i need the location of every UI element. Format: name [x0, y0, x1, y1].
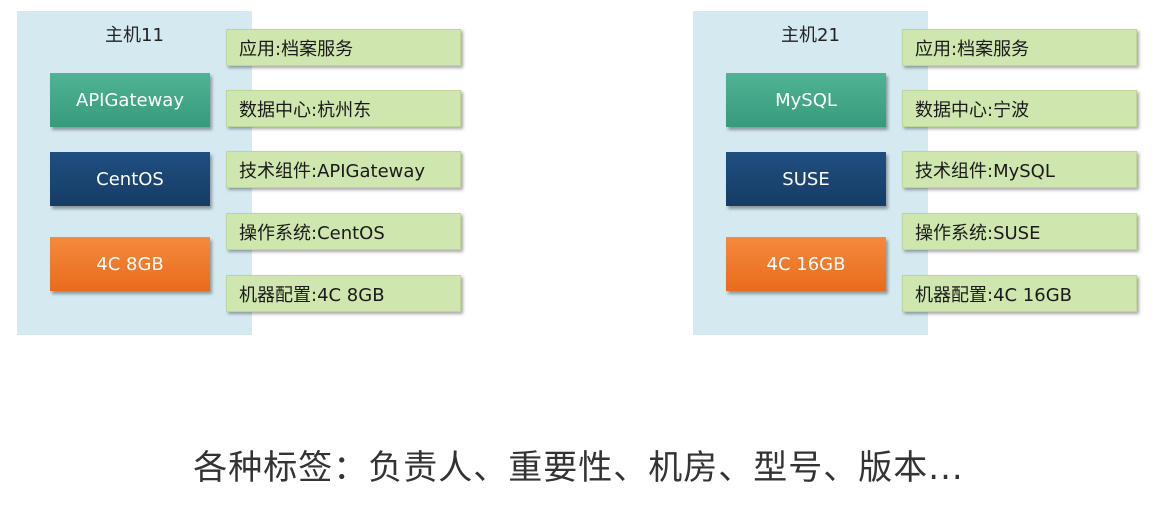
tag-datacenter: 数据中心:宁波: [902, 90, 1137, 127]
tag-machine-config: 机器配置:4C 16GB: [902, 275, 1137, 312]
tag-machine-config: 机器配置:4C 8GB: [226, 275, 461, 312]
host-panel-1: 主机11 APIGateway CentOS 4C 8GB: [17, 11, 252, 335]
os-layer-box: SUSE: [726, 152, 886, 206]
caption: 各种标签：负责人、重要性、机房、型号、版本...: [193, 448, 964, 488]
host-panel-2: 主机21 MySQL SUSE 4C 16GB: [693, 11, 928, 335]
os-layer-box: CentOS: [50, 152, 210, 206]
host-title: 主机11: [105, 25, 164, 46]
tag-os: 操作系统:CentOS: [226, 213, 461, 250]
tag-datacenter: 数据中心:杭州东: [226, 90, 461, 127]
host-title: 主机21: [781, 25, 840, 46]
tag-component: 技术组件:MySQL: [902, 151, 1137, 188]
tag-os: 操作系统:SUSE: [902, 213, 1137, 250]
hardware-layer-box: 4C 8GB: [50, 237, 210, 291]
tag-application: 应用:档案服务: [226, 29, 461, 66]
app-layer-box: APIGateway: [50, 73, 210, 127]
app-layer-box: MySQL: [726, 73, 886, 127]
hardware-layer-box: 4C 16GB: [726, 237, 886, 291]
tag-application: 应用:档案服务: [902, 29, 1137, 66]
tag-component: 技术组件:APIGateway: [226, 151, 461, 188]
